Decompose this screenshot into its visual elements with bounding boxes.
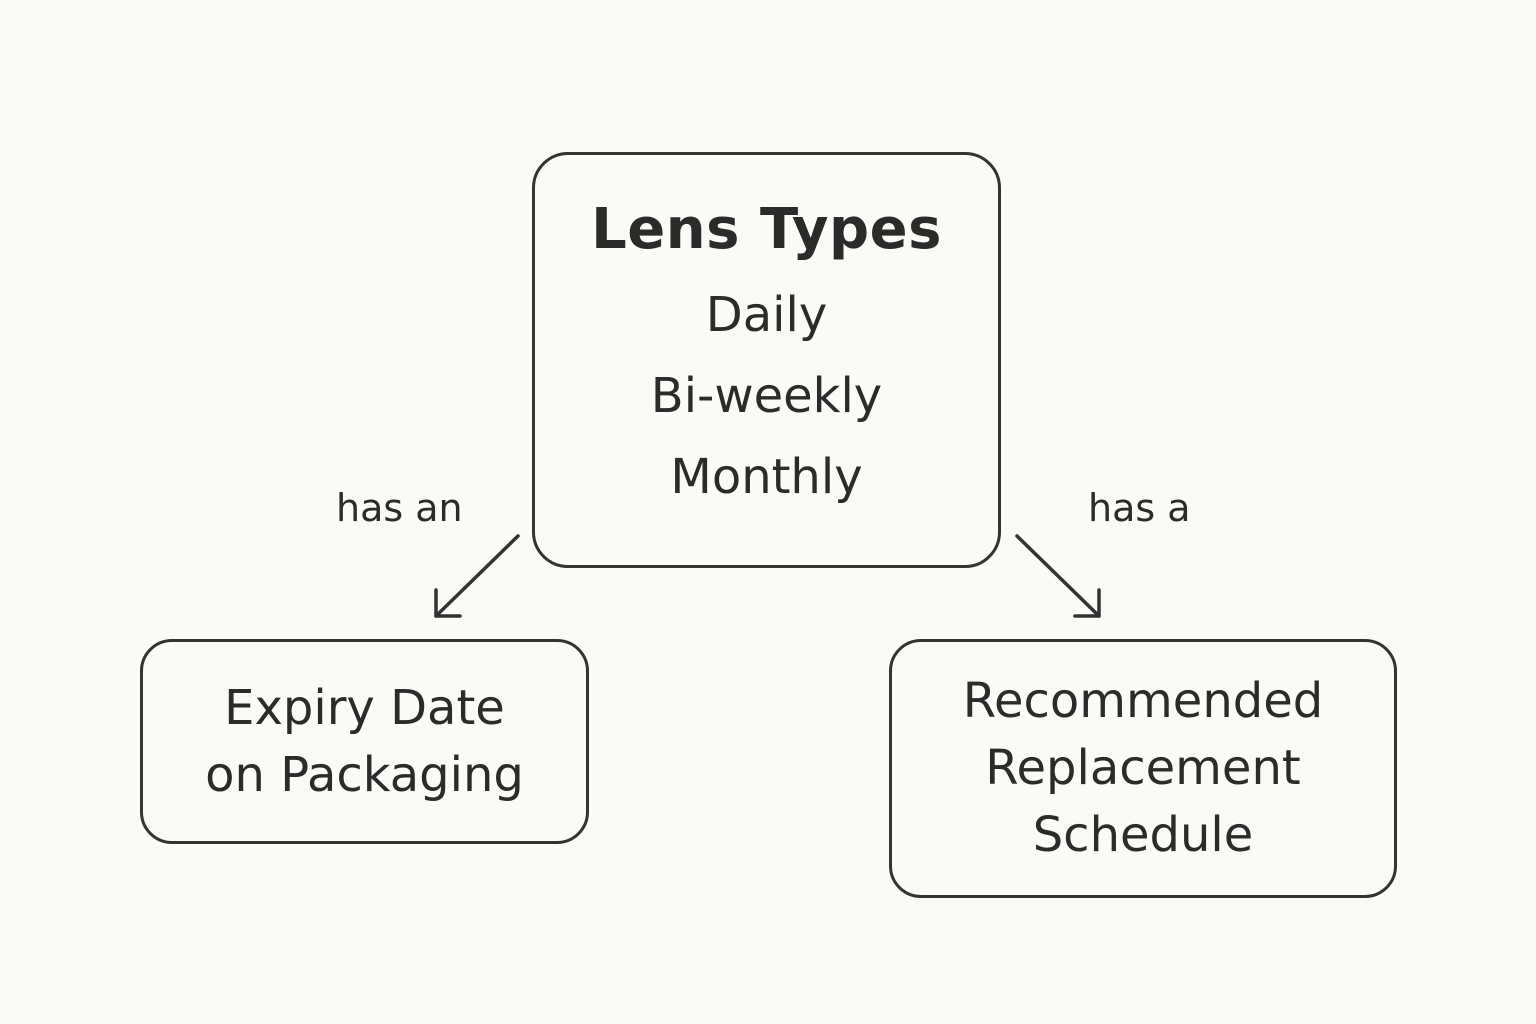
replacement-schedule-text: Recommended Replacement Schedule — [962, 673, 1324, 863]
lens-types-title: Lens Types — [591, 197, 942, 262]
arrow-right-line — [1015, 534, 1101, 618]
arrow-right-head — [1073, 588, 1101, 618]
edge-label-has-a: has a — [1088, 486, 1191, 530]
lens-type-item: Bi-weekly — [650, 367, 883, 424]
expiry-date-text: Expiry Date on Packaging — [205, 679, 524, 803]
replacement-schedule-box: Recommended Replacement Schedule — [889, 639, 1397, 898]
expiry-date-box: Expiry Date on Packaging — [140, 639, 589, 844]
lens-types-box: Lens Types Daily Bi-weekly Monthly — [532, 152, 1001, 568]
lens-type-item: Daily — [705, 286, 828, 343]
arrow-left-line — [434, 534, 520, 618]
lens-type-item: Monthly — [670, 448, 863, 505]
arrow-left-head — [434, 588, 462, 618]
edge-label-has-an: has an — [336, 486, 463, 530]
